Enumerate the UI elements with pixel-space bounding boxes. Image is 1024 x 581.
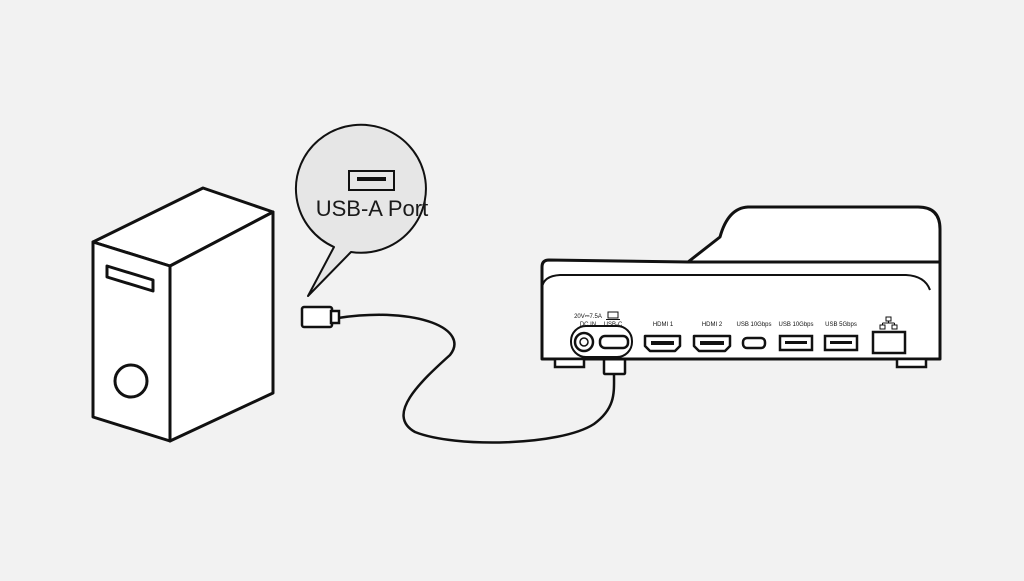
hdmi-2-label: HDMI 2 (702, 322, 723, 328)
hdmi-2-pins (700, 341, 724, 345)
dock-foot-right (895, 357, 928, 369)
callout-label: USB-A Port (316, 196, 428, 221)
network-icon (879, 316, 898, 330)
dock-foot-left (553, 357, 586, 369)
pc-drive-bay (105, 264, 155, 293)
usb-c-label: USB-C (604, 322, 623, 328)
usb-c-port (598, 334, 630, 350)
dc-in-label: DC IN (580, 322, 596, 328)
usb-10gbps-c-port (741, 336, 767, 350)
pc-power-button (113, 363, 149, 399)
docking-station: 20V⎓7.5A DC IN USB-C HDMI 1 HDMI 2 USB 1… (540, 205, 942, 369)
dock-top-edge (541, 274, 931, 291)
hdmi-1-pins (651, 341, 674, 345)
laptop-icon (606, 311, 620, 320)
usb-10gbps-a-tongue (785, 341, 807, 344)
pc-tower-front (91, 240, 172, 443)
hdmi-1-label: HDMI 1 (653, 322, 674, 328)
usb-10gbps-a-label: USB 10Gbps (778, 322, 813, 328)
pc-tower-side (168, 210, 275, 443)
usb-5gbps-a-label: USB 5Gbps (825, 322, 857, 328)
usb-a-port-icon (348, 170, 395, 191)
usb-a-callout: USB-A Port (294, 123, 428, 297)
cable-wire (336, 313, 616, 444)
dock-body (540, 258, 942, 361)
usb-10gbps-c-label: USB 10Gbps (736, 322, 771, 328)
power-rating-label: 20V⎓7.5A (574, 314, 602, 320)
dc-in-pin (579, 337, 589, 347)
pc-tower (91, 186, 275, 443)
callout-bubble (294, 123, 427, 297)
usb-a-plug (300, 305, 341, 329)
ethernet-port (871, 330, 907, 355)
usb-5gbps-a-tongue (830, 341, 852, 344)
